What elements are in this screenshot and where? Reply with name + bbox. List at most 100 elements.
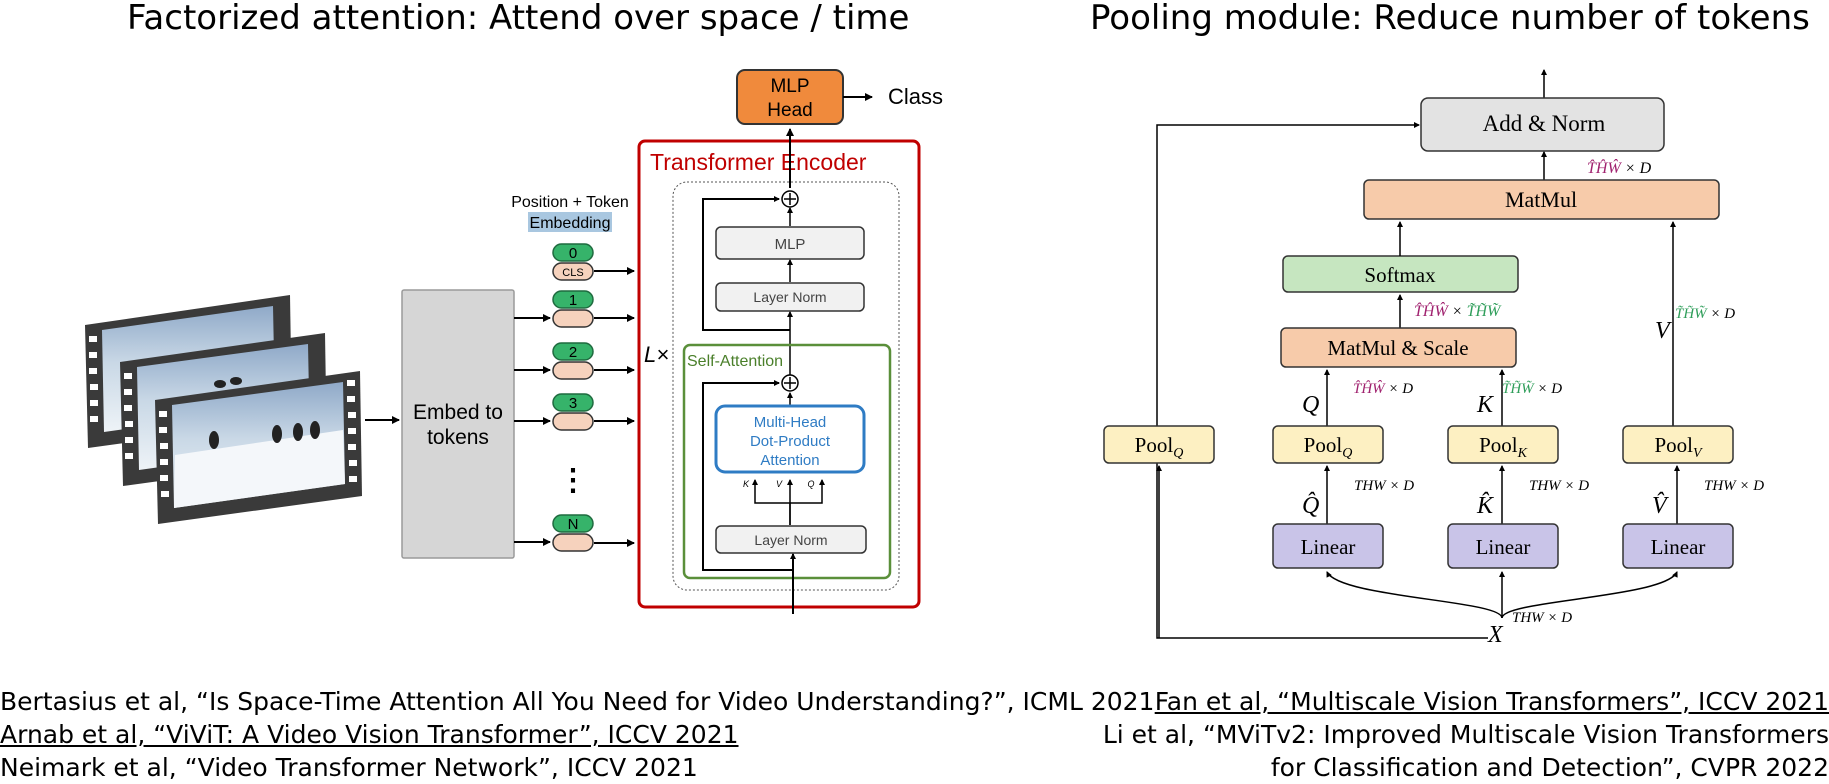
layer-norm-top-box: Layer Norm	[715, 282, 865, 312]
self-attention-box	[682, 343, 892, 580]
reference-li-line2: for Classification and Detection”, CVPR …	[1270, 753, 1829, 782]
mlp-box: MLP	[715, 226, 865, 260]
embed-label-line2: tokens	[427, 426, 489, 449]
cls-label: CLS	[562, 267, 583, 279]
q-dim: T̂ĤŴ × D	[1353, 380, 1413, 397]
matmul-out-dim: T̂ĤŴ × D	[1587, 158, 1652, 177]
matmul-scale-box: MatMul & Scale	[1280, 327, 1517, 368]
reference-arnab[interactable]: Arnab et al, “ViViT: A Video Vision Tran…	[0, 720, 739, 749]
residual-add-middle	[781, 374, 799, 392]
encoder-block-dashed	[672, 181, 900, 591]
embedding-label: Embedding	[530, 215, 611, 232]
pool-v-box: PoolV	[1622, 425, 1734, 464]
layer-norm-bottom-label: Layer Norm	[754, 532, 827, 548]
left-title: Factorized attention: Attend over space …	[127, 0, 910, 38]
linear-v-label: Linear	[1651, 535, 1706, 559]
reference-bertasius: Bertasius et al, “Is Space-Time Attentio…	[0, 687, 1155, 716]
q-hat-symbol: Q̂	[1302, 492, 1319, 519]
add-norm-box: Add & Norm	[1420, 97, 1665, 152]
token-0-label: 0	[569, 245, 577, 262]
pool-q-residual-label: PoolQ	[1135, 433, 1184, 461]
mhdpa-line3: Attention	[760, 452, 819, 469]
token-n-label: N	[568, 516, 579, 533]
matmul-scale-label: MatMul & Scale	[1327, 336, 1468, 360]
token-2-label: 2	[569, 344, 577, 361]
k-hat-dim: THW × D	[1529, 478, 1589, 494]
mhdpa-line2: Dot-Product	[750, 433, 831, 450]
reference-fan[interactable]: Fan et al, “Multiscale Vision Transforme…	[1154, 687, 1829, 716]
token-3: 3	[552, 393, 594, 431]
embed-to-tokens-box: Embed to tokens	[401, 289, 515, 559]
embed-token-arrows	[514, 314, 551, 546]
mhdpa-line1: Multi-Head	[754, 414, 827, 431]
transformer-encoder-label: Transformer Encoder	[650, 149, 867, 175]
reference-neimark: Neimark et al, “Video Transformer Networ…	[0, 753, 698, 782]
x-dim: THW × D	[1512, 610, 1572, 626]
linear-v-box: Linear	[1622, 523, 1734, 569]
embedding-highlight	[528, 212, 612, 232]
v-hat-dim: THW × D	[1704, 478, 1764, 494]
v-dim: T̃H̃W̃ × D	[1675, 306, 1735, 322]
k-hat-symbol: K̂	[1476, 492, 1495, 519]
token-1-label: 1	[569, 292, 577, 309]
residual-add-top	[781, 190, 799, 208]
k-input-label: K	[743, 479, 750, 489]
pool-q-residual-box: PoolQ	[1103, 425, 1215, 464]
mlp-head-line2: Head	[767, 100, 812, 121]
pool-q-label: PoolQ	[1304, 433, 1353, 461]
multi-head-attention-box: Multi-Head Dot-Product Attention	[714, 404, 866, 474]
v-input-label: V	[776, 479, 783, 489]
right-title: Pooling module: Reduce number of tokens	[1090, 0, 1810, 38]
pool-v-label: PoolV	[1654, 433, 1703, 461]
v-symbol: V	[1655, 318, 1672, 344]
video-frame-front	[155, 371, 362, 524]
outer-residual-path	[1156, 122, 1488, 639]
repeat-label: L×	[644, 342, 669, 367]
pool-k-label: PoolK	[1479, 433, 1528, 461]
input-fanout-arrows	[1326, 571, 1678, 619]
mlp-head-line1: MLP	[770, 76, 809, 97]
video-frames	[85, 295, 362, 524]
token-n: N	[552, 514, 594, 552]
linear-k-label: Linear	[1476, 535, 1531, 559]
embed-label-line1: Embed to	[413, 401, 503, 424]
mlp-label: MLP	[775, 236, 806, 253]
kvq-arrows	[752, 479, 825, 525]
class-label: Class	[888, 84, 943, 109]
matmul-label: MatMul	[1505, 187, 1577, 212]
transformer-encoder-box	[637, 139, 921, 609]
pool-q-box: PoolQ	[1272, 425, 1384, 464]
residual-path-bottom	[702, 380, 793, 571]
token-1: 1	[552, 290, 594, 328]
layer-norm-top-label: Layer Norm	[753, 289, 826, 305]
self-attention-label: Self-Attention	[687, 353, 783, 370]
q-hat-dim: THW × D	[1354, 478, 1414, 494]
linear-q-box: Linear	[1272, 523, 1384, 569]
layer-norm-bottom-box: Layer Norm	[715, 525, 867, 554]
v-hat-symbol: V̂	[1652, 492, 1669, 519]
softmax-label: Softmax	[1364, 263, 1436, 287]
residual-path-top	[702, 196, 790, 331]
add-norm-label: Add & Norm	[1483, 111, 1606, 136]
mlp-head-box: MLP Head	[736, 69, 844, 125]
k-symbol: K	[1476, 392, 1495, 418]
token-to-encoder-arrows	[594, 267, 635, 547]
matmul-box: MatMul	[1363, 179, 1720, 220]
token-0: 0 CLS	[552, 243, 594, 281]
position-token-label: Position + Token	[511, 194, 629, 211]
reference-li-line1: Li et al, “MViTv2: Improved Multiscale V…	[1102, 720, 1829, 749]
linear-q-label: Linear	[1301, 535, 1356, 559]
token-ellipsis: ⋮	[558, 464, 588, 497]
softmax-box: Softmax	[1282, 255, 1519, 293]
linear-to-pool-arrows	[1324, 465, 1680, 524]
q-input-label: Q	[807, 479, 814, 489]
x-symbol: X	[1487, 622, 1504, 648]
token-3-label: 3	[569, 395, 577, 412]
pool-k-box: PoolK	[1447, 425, 1559, 464]
token-2: 2	[552, 342, 594, 380]
softmax-in-dim: T̂ĤŴ × T̃H̃W̃	[1414, 301, 1502, 320]
q-symbol: Q	[1302, 392, 1319, 418]
linear-k-box: Linear	[1447, 523, 1559, 569]
k-dim: T̃H̃W̃ × D	[1502, 381, 1562, 397]
